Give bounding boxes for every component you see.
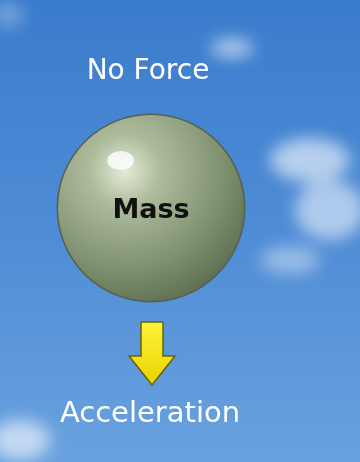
acceleration-arrow	[129, 322, 175, 385]
caption-text: Acceleration	[60, 397, 240, 429]
clouds	[0, 3, 360, 460]
sphere-label: Mass	[112, 193, 189, 224]
mass-sphere: Mass	[56, 113, 246, 303]
caption-text: No Force	[87, 55, 210, 86]
